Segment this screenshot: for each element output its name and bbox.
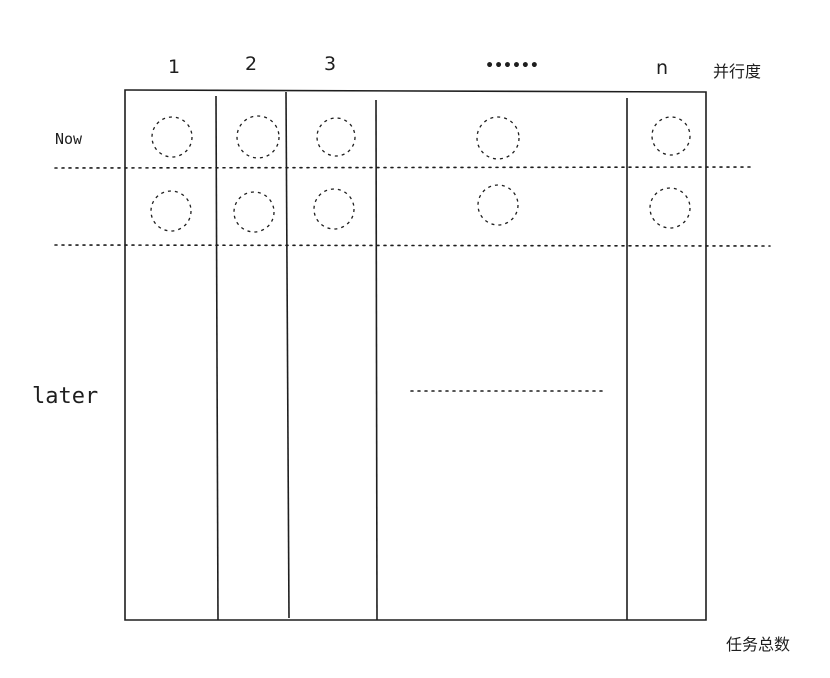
task-circle (316, 117, 356, 157)
task-circle (151, 116, 193, 158)
task-frame (124, 89, 707, 621)
parallelism-label: 并行度 (713, 62, 761, 81)
row-label-now: Now (55, 130, 83, 148)
column-label-n: n (656, 57, 668, 79)
row-label-later: later (32, 384, 98, 409)
task-circle (236, 115, 280, 159)
task-circle (150, 190, 192, 232)
task-circle (477, 184, 519, 226)
total-tasks-label: 任务总数 (726, 635, 790, 654)
column-label-1: 1 (168, 56, 180, 78)
column-divider-2 (285, 91, 290, 619)
task-circle (313, 188, 355, 230)
column-divider-1 (215, 95, 219, 621)
task-circle (649, 187, 691, 229)
row-separator-next (54, 244, 771, 247)
task-circle (233, 191, 275, 233)
column-divider-3 (375, 99, 378, 621)
task-circle (476, 116, 520, 160)
column-label-ellipsis: •••••• (485, 58, 539, 74)
column-label-3: 3 (324, 53, 336, 75)
task-circle (651, 116, 691, 156)
column-label-2: 2 (245, 53, 257, 75)
row-separator-now (54, 166, 753, 169)
